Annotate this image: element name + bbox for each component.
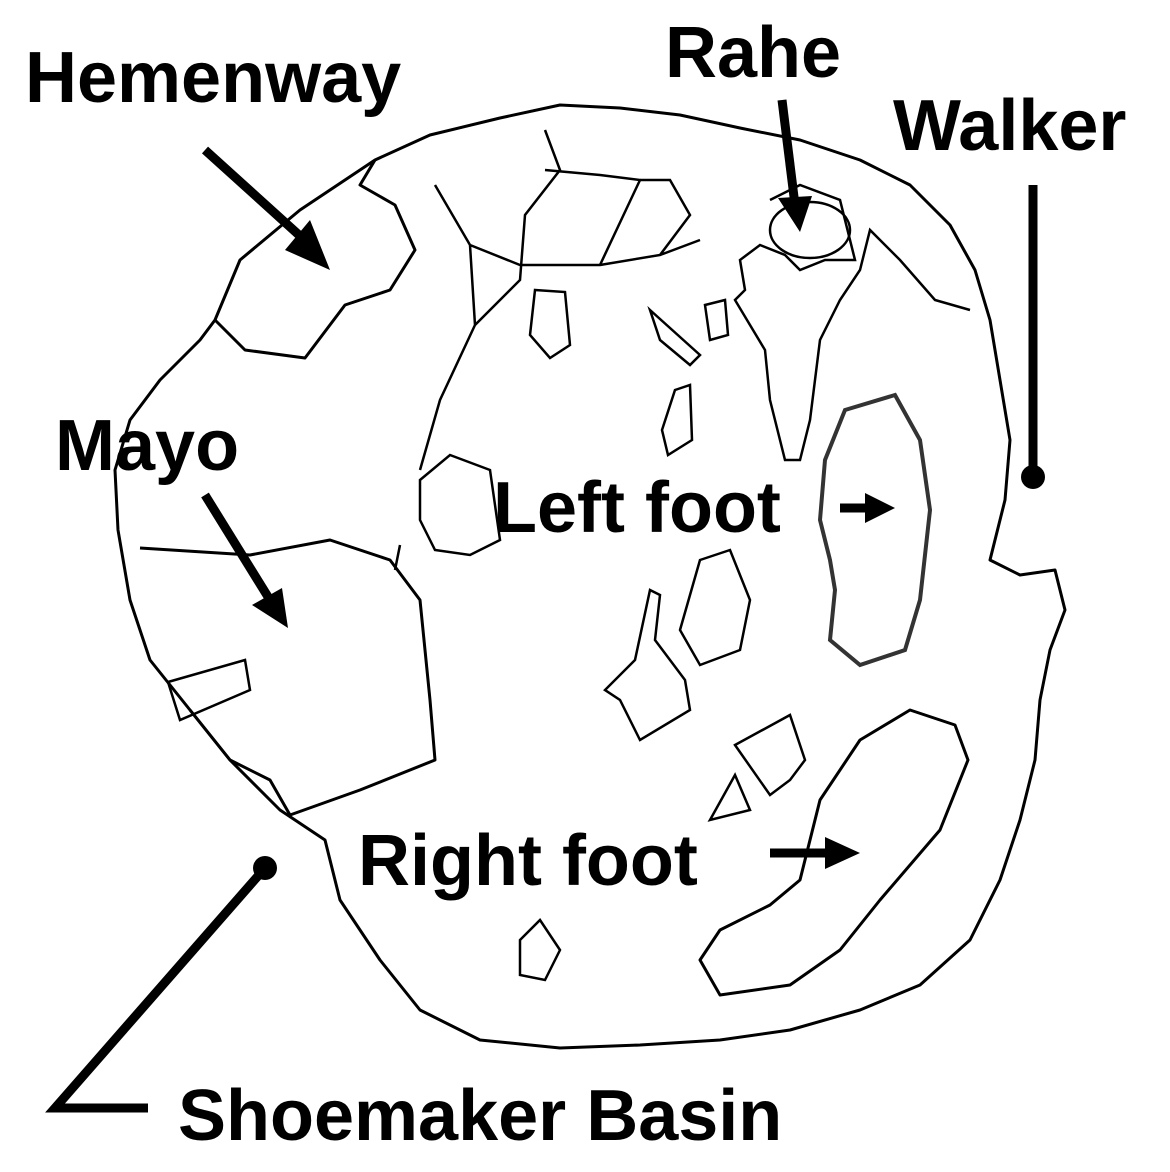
mayo-arrow [201, 492, 274, 603]
crater-g [603, 588, 692, 742]
rahe-arrowhead [778, 196, 812, 232]
walker-pointer-dot [1021, 465, 1045, 489]
label-mayo: Mayo [55, 406, 239, 486]
crater-a [528, 288, 572, 360]
mayo-region [139, 538, 437, 817]
rahe-arrow [777, 99, 800, 206]
right-foot-arrowhead [825, 837, 860, 869]
left-foot-arrowhead [865, 493, 895, 523]
hemenway-arrowhead [285, 220, 330, 270]
crater-d [647, 305, 702, 367]
hemenway-region [213, 159, 417, 360]
rahe-ridge [733, 183, 971, 462]
label-left-foot: Left foot [493, 468, 781, 548]
crater-b [418, 453, 502, 557]
crater-h [733, 713, 807, 797]
crater-j [518, 918, 562, 982]
crater-c [678, 548, 752, 667]
label-rahe: Rahe [665, 13, 841, 93]
label-walker: Walker [893, 86, 1126, 166]
crater-network [393, 129, 701, 571]
shoemaker-pointer [45, 865, 269, 1113]
crater-k [166, 658, 252, 722]
left-foot-outline [817, 392, 933, 668]
right-foot-outline [698, 708, 970, 997]
shoemaker-pointer-dot [253, 856, 277, 880]
outer-rim-outline [113, 103, 1067, 1050]
hemenway-arrow [201, 146, 314, 249]
rahe-crater [768, 200, 852, 260]
mayo-arrowhead [252, 588, 288, 628]
crater-f [660, 383, 694, 457]
label-right-foot: Right foot [358, 821, 698, 901]
crater-e [703, 298, 730, 342]
crater-i [707, 772, 752, 822]
label-hemenway: Hemenway [25, 38, 401, 118]
label-shoemaker-basin: Shoemaker Basin [178, 1076, 782, 1156]
